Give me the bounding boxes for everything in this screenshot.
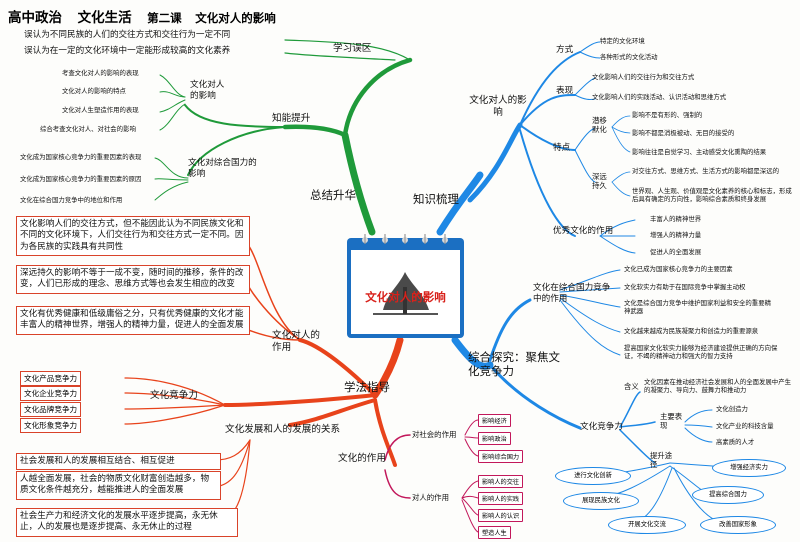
role-person-box-3: 文化有优秀健康和低级庸俗之分，只有优秀健康的文化才能丰富人的精神世界，增强人的精… [16, 306, 250, 335]
development-box-1: 社会发展和人的发展相互结合、相互促进 [16, 453, 221, 471]
excellent-label: 优秀文化的作用 [553, 226, 614, 236]
national-power-item-4: 文化越来越成为民族凝聚力和创造力的重要源泉 [624, 327, 759, 335]
expression-item-2: 文化影响人们的实践活动、认识活动和思维方式 [592, 93, 727, 101]
person-item-4: 塑造人生 [478, 526, 511, 539]
lasting-label: 深远持久 [592, 172, 607, 191]
way-oval-exchange: 开展文化交流 [608, 516, 686, 534]
culture-effect-label: 文化对人的影响 [469, 95, 527, 118]
subtle-item-1: 影响不是有形的、强制的 [632, 111, 703, 119]
expression-label: 表现 [556, 86, 574, 96]
person-item-2: 影响人的实践 [478, 492, 524, 505]
excellent-item-2: 增强人的精神力量 [650, 231, 702, 239]
header-book: 文化生活 [77, 10, 132, 26]
national-power-item-5: 提高国家文化软实力能够为经济建设提供正确的方向保证，不竭的精神动力和强大的智力支… [624, 344, 778, 360]
way-item-2: 各种形式的文化活动 [600, 53, 658, 61]
competitiveness-label: 文化竞争力 [580, 422, 623, 432]
pink-branch-lines [384, 419, 479, 533]
misconception-item-2: 误认为在一定的文化环境中一定能形成较高的文化素养 [24, 46, 231, 56]
branch-knowledge-label: 知识梳理 [413, 192, 459, 206]
excellent-item-3: 促进人的全面发展 [650, 248, 702, 256]
role-person-box-1: 文化影响人们的交往方式，但不能因此认为不同民族文化和不同的文化环境下，人们交往行… [16, 216, 250, 257]
development-box-3: 社会生产力和经济文化的发展水平逐步提高，永无休止，人的发展也是逐步提高、永无休止… [16, 508, 238, 537]
person-item-3: 影响人的认识 [478, 509, 524, 522]
summary-to-misconceptions [342, 57, 413, 138]
ability-group-1-item-1: 考查文化对人的影响的表现 [62, 69, 139, 77]
way-oval-image: 改善国家形象 [700, 516, 776, 534]
person-item-1: 影响人的交往 [478, 475, 524, 488]
role-person-box-2: 深远持久的影响不等于一成不变，随时间的推移，条件的改变，人们已形成的理念、思维方… [16, 265, 250, 294]
lasting-item-2: 世界观、人生观、价值观是文化素养的核心和标志，形成后具有确定的方向性，影响综合素… [632, 187, 792, 203]
header-subject: 高中政治 [8, 10, 62, 26]
expression-item-1: 文化影响人们的交往行为和交往方式 [592, 73, 695, 81]
subtle-item-2: 影响不都是消极被动、无目的接受的 [632, 129, 735, 137]
method-competitiveness-item-3: 文化品牌竞争力 [20, 402, 82, 417]
header-lesson-title: 文化对人的影响 [195, 11, 276, 25]
green-branch-lines [154, 39, 413, 236]
factors-item-2: 文化产业的科技含量 [716, 422, 774, 430]
branch-summary-label: 总结升华 [310, 188, 356, 202]
ability-group-1-label: 文化对人的影响 [190, 80, 225, 101]
ability-group-1-item-4: 综合考查文化对人、对社会的影响 [40, 125, 136, 133]
explore-label: 综合探究：聚焦文化竞争力 [468, 350, 560, 379]
factors-label: 主要表现 [660, 412, 683, 431]
summary-to-ability [282, 124, 348, 138]
ability-group-2-label: 文化对综合国力的影响 [188, 158, 257, 179]
way-label: 方式 [556, 45, 574, 55]
subtle-item-3: 影响往往是自觉学习、主动感受文化熏陶的结果 [632, 148, 767, 156]
summary-main-branch [341, 131, 376, 236]
central-topic-card: 文化对人的影响 [343, 232, 468, 340]
way-item-1: 特定的文化环境 [600, 37, 645, 45]
knowledge-main-branch [436, 171, 484, 236]
ways-label: 提升途径 [650, 451, 673, 470]
central-topic-title: 文化对人的影响 [365, 290, 446, 304]
ability-group-2-item-2: 文化成为国家核心竞争力的重要因素的原因 [20, 175, 142, 183]
way-oval-economy: 增强经济实力 [712, 459, 786, 477]
method-competitiveness-item-2: 文化企业竞争力 [20, 386, 82, 401]
national-power-label: 文化在综合国力竞争中的作用 [533, 283, 611, 304]
method-competitiveness-item-4: 文化形象竞争力 [20, 418, 82, 433]
national-power-item-2: 文化软实力有助于在国际竞争中掌握主动权 [624, 283, 746, 291]
development-label: 文化发展和人的发展的关系 [225, 424, 341, 435]
development-box-2: 人越全面发展，社会的物质文化财富创造越多，物质文化条件越充分，越能推进人的全面发… [16, 471, 221, 500]
way-oval-ethnic-culture: 展现民族文化 [563, 492, 639, 510]
excellent-item-1: 丰富人的精神世界 [650, 215, 702, 223]
national-power-item-1: 文化已成为国家核心竞争力的主要因素 [624, 265, 733, 273]
competitiveness-meaning-label: 含义 [624, 382, 639, 391]
role-person-label: 文化对人的作用 [272, 330, 320, 353]
society-item-3: 影响综合国力 [478, 450, 524, 463]
calendar-illustration [347, 234, 464, 338]
factors-item-3: 高素质的人才 [716, 438, 755, 446]
orange-branch-lines [124, 244, 404, 519]
ability-group-1-item-3: 文化对人生塑造作用的表现 [62, 106, 139, 114]
page-header: 高中政治 文化生活 第二课 文化对人的影响 [8, 6, 276, 26]
method-competitiveness-item-1: 文化产品竞争力 [20, 371, 82, 386]
way-oval-national-power: 提高综合国力 [692, 486, 764, 504]
competitiveness-meaning-text: 文化因素在推动经济社会发展和人的全面发展中产生的凝聚力、导向力、鼓舞力和推动力 [644, 378, 791, 394]
method-competitiveness-label: 文化竞争力 [150, 390, 198, 401]
blue-branch-lines [436, 41, 731, 521]
ability-group-2-item-1: 文化成为国家核心竞争力的重要因素的表现 [20, 153, 142, 161]
function-society-label: 对社会的作用 [412, 430, 457, 439]
branch-method-label: 学法指导 [344, 380, 390, 394]
society-item-2: 影响政治 [478, 432, 511, 445]
national-power-item-3: 文化是综合国力竞争中维护国家利益和安全的重要精神武器 [624, 299, 771, 315]
function-label: 文化的作用 [338, 453, 386, 464]
ability-group-1-item-2: 文化对人的影响的特点 [62, 87, 126, 95]
ability-label: 知能提升 [272, 113, 311, 124]
explore-main-branch [451, 336, 494, 370]
features-label: 特点 [553, 143, 571, 153]
subtle-label: 潜移默化 [592, 116, 607, 135]
method-main-branch [371, 336, 404, 399]
ability-group-2-item-3: 文化在综合国力竞争中的地位和作用 [20, 196, 123, 204]
way-oval-innovation: 进行文化创新 [555, 467, 631, 485]
header-lesson: 第二课 [147, 11, 182, 25]
misconception-item-1: 误认为不同民族的人们的交往方式和交往行为一定不同 [24, 30, 231, 40]
society-item-1: 影响经济 [478, 414, 511, 427]
function-person-label: 对人的作用 [412, 493, 449, 502]
lasting-item-1: 对交往方式、思维方式、生活方式的影响都是深远的 [632, 167, 779, 175]
misconceptions-label: 学习误区 [333, 43, 372, 54]
factors-item-1: 文化创造力 [716, 405, 748, 413]
